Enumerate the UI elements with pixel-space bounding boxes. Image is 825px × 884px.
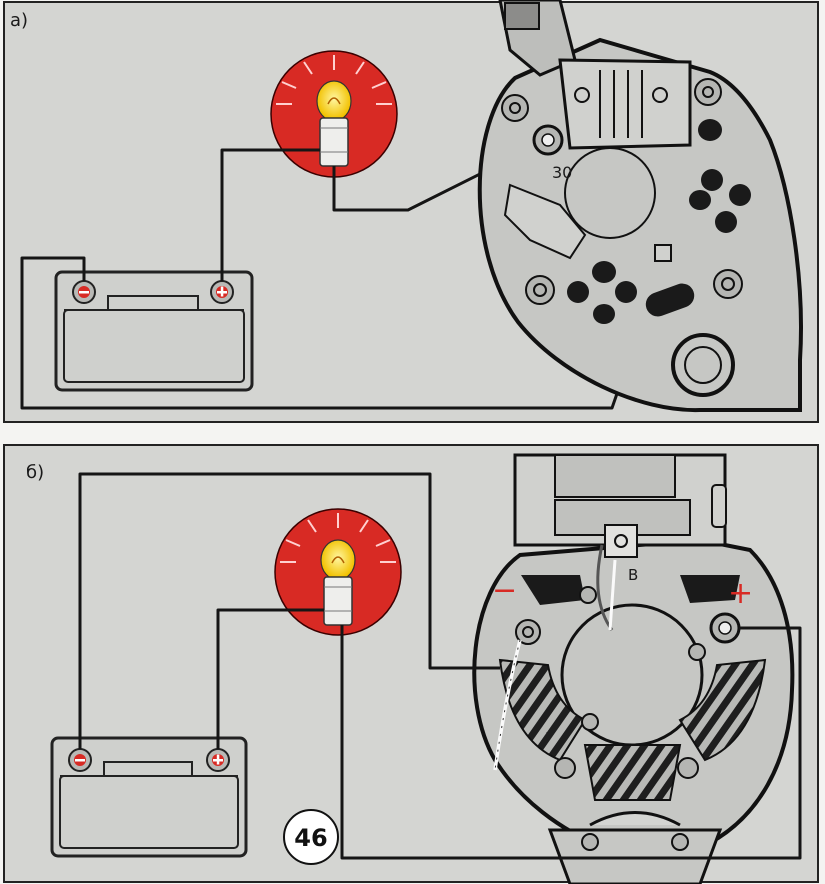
cooling-fins-right <box>678 658 767 762</box>
rotor-bearing-a <box>564 147 656 239</box>
panel-b: б) <box>3 444 819 884</box>
ground-terminal-a <box>654 244 672 262</box>
alternator-b: B − + <box>472 453 795 884</box>
panel-a-label: а) <box>10 10 28 31</box>
test-lamp-b <box>274 508 402 636</box>
mount-bolts-b <box>515 586 706 851</box>
terminal-b-label: B <box>628 566 638 584</box>
panel-a: а) <box>3 0 819 423</box>
battery-a <box>54 270 254 392</box>
battery-b-negative-terminal <box>68 748 92 772</box>
capacitor-a <box>503 183 587 260</box>
battery-a-negative-terminal <box>72 280 96 304</box>
panel-b-label: б) <box>26 462 44 483</box>
vents-a <box>567 119 751 324</box>
regulator-a <box>558 58 692 150</box>
wire-a-lamp-to-terminal-30 <box>332 138 549 212</box>
test-lamp-a <box>270 50 398 178</box>
battery-b <box>50 736 248 858</box>
minus-sign: − <box>492 573 517 608</box>
wires-b <box>78 472 802 860</box>
page-number: 46 <box>294 824 327 852</box>
mount-bolts-a <box>501 78 743 305</box>
wire-b-lamp-to-plus-terminal <box>340 625 802 860</box>
plus-sign: + <box>728 576 753 611</box>
wire-b-battery-minus-to-alternator <box>78 472 500 749</box>
cooling-fins-bottom <box>583 744 682 801</box>
wire-b-battery-plus-to-lamp <box>216 608 324 749</box>
wire-a-battery-plus-to-lamp <box>220 148 320 281</box>
battery-b-positive-terminal <box>206 748 230 772</box>
terminal-30-label: 30 <box>552 163 572 182</box>
page-number-badge: 46 <box>283 809 339 865</box>
alternator-a: 30 <box>477 0 803 413</box>
battery-a-positive-terminal <box>210 280 234 304</box>
